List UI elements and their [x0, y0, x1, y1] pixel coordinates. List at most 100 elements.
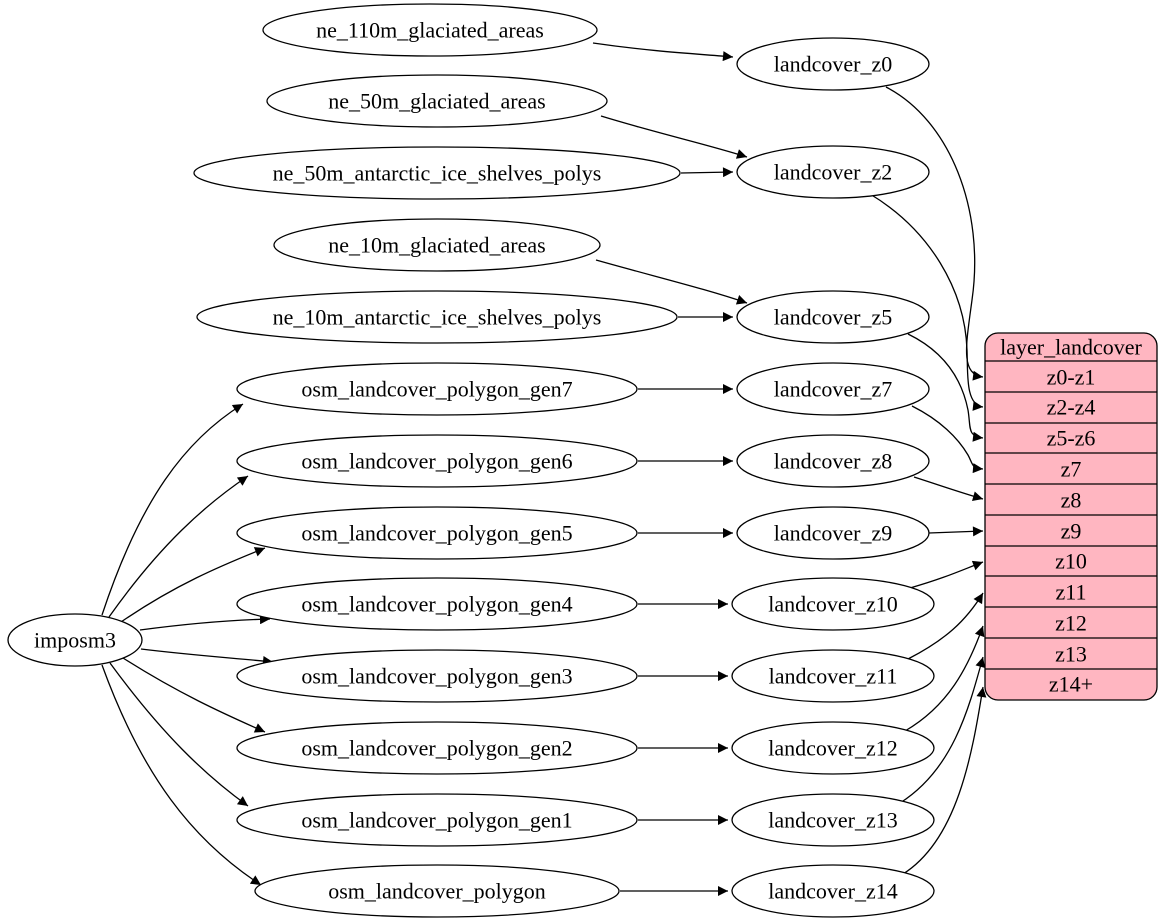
- landcover-label: landcover_z0: [774, 52, 893, 77]
- landcover-ellipse: [731, 721, 935, 775]
- edge-imposm3-gen7: [101, 403, 244, 616]
- landcover-label: landcover_z8: [774, 449, 893, 474]
- edge-z10-row: [909, 560, 984, 589]
- source-label: osm_landcover_polygon_gen4: [301, 592, 572, 617]
- edge-ne50m-antarctic-z2: [680, 167, 734, 178]
- edge-imposm3-polygon: [101, 664, 262, 886]
- node-osm-landcover-polygon-gen6: osm_landcover_polygon_gen6: [236, 434, 638, 488]
- node-osm-landcover-polygon: osm_landcover_polygon: [254, 864, 620, 918]
- node-ne-50m-glaciated-areas: ne_50m_glaciated_areas: [266, 74, 608, 128]
- edges-sources-to-landcover: [592, 42, 748, 896]
- table-row-z9: z9: [1061, 519, 1082, 544]
- table-row-z2-z4: z2-z4: [1047, 395, 1096, 420]
- node-landcover-z0: landcover_z0: [736, 37, 930, 91]
- landcover-ellipse: [731, 793, 935, 847]
- table-row-z7: z7: [1061, 457, 1082, 482]
- landcover-label: landcover_z2: [774, 160, 893, 185]
- source-label: osm_landcover_polygon_gen6: [301, 449, 572, 474]
- source-ellipse: [236, 721, 638, 775]
- edge-imposm3-gen6: [108, 475, 249, 618]
- table-row-z10: z10: [1055, 549, 1087, 574]
- landcover-label: landcover_z11: [769, 664, 898, 689]
- edge-z9-row: [928, 526, 984, 537]
- edge-z5-row: [907, 333, 984, 442]
- landcover-label: landcover_z9: [774, 521, 893, 546]
- table-row-z8: z8: [1061, 488, 1082, 513]
- source-label: ne_50m_glaciated_areas: [328, 89, 545, 114]
- node-landcover-z5: landcover_z5: [736, 290, 930, 344]
- node-osm-landcover-polygon-gen1: osm_landcover_polygon_gen1: [236, 793, 638, 847]
- edge-ne50m-glaciated-z2: [600, 115, 748, 159]
- table-row-z11: z11: [1056, 580, 1087, 605]
- landcover-ellipse: [736, 434, 930, 488]
- node-osm-landcover-polygon-gen2: osm_landcover_polygon_gen2: [236, 721, 638, 775]
- node-ne-50m-antarctic-ice-shelves-polys: ne_50m_antarctic_ice_shelves_polys: [193, 146, 681, 200]
- edge-z12-row: [904, 625, 985, 732]
- source-ellipse: [196, 290, 678, 344]
- source-label: osm_landcover_polygon_gen5: [301, 521, 572, 546]
- node-imposm3: imposm3: [7, 613, 143, 667]
- edge-z13-row: [899, 656, 986, 804]
- source-label: osm_landcover_polygon_gen7: [301, 377, 572, 402]
- table-row-z13: z13: [1055, 642, 1087, 667]
- node-ne-110m-glaciated-areas: ne_110m_glaciated_areas: [262, 3, 598, 57]
- edge-imposm3-gen4: [139, 614, 271, 631]
- landcover-ellipse: [731, 649, 935, 703]
- source-label: osm_landcover_polygon_gen3: [301, 664, 572, 689]
- node-landcover-z8: landcover_z8: [736, 434, 930, 488]
- landcover-label: landcover_z14: [768, 879, 898, 904]
- source-ellipse: [236, 793, 638, 847]
- edge-ne110m-z0: [592, 42, 734, 62]
- imposm3-label: imposm3: [34, 628, 116, 653]
- source-ellipse: [236, 434, 638, 488]
- edge-imposm3-gen3: [140, 648, 274, 666]
- source-label: osm_landcover_polygon_gen2: [301, 736, 572, 761]
- edge-imposm3-gen5: [120, 547, 266, 623]
- landcover-ellipse: [736, 145, 930, 199]
- edges-landcover-to-table: [869, 86, 987, 875]
- source-label: ne_50m_antarctic_ice_shelves_polys: [273, 161, 602, 186]
- source-label: ne_10m_antarctic_ice_shelves_polys: [273, 305, 602, 330]
- edge-imposm3-gen2: [122, 657, 266, 733]
- node-osm-landcover-polygon-gen7: osm_landcover_polygon_gen7: [236, 362, 638, 416]
- node-osm-landcover-polygon-gen3: osm_landcover_polygon_gen3: [236, 649, 638, 703]
- node-landcover-z7: landcover_z7: [736, 362, 930, 416]
- landcover-label: landcover_z10: [768, 592, 898, 617]
- node-layer-landcover-table: layer_landcover z0-z1 z2-z4 z5-z6 z7 z8 …: [984, 332, 1158, 701]
- edges-imposm3-to-osm: [101, 403, 274, 886]
- node-ne-10m-antarctic-ice-shelves-polys: ne_10m_antarctic_ice_shelves_polys: [196, 290, 678, 344]
- node-osm-landcover-polygon-gen5: osm_landcover_polygon_gen5: [236, 506, 638, 560]
- node-landcover-z14: landcover_z14: [731, 864, 935, 918]
- source-ellipse: [266, 74, 608, 128]
- table-background: [984, 332, 1158, 701]
- source-ellipse: [236, 362, 638, 416]
- node-osm-landcover-polygon-gen4: osm_landcover_polygon_gen4: [236, 577, 638, 631]
- landcover-ellipse: [731, 864, 935, 918]
- node-landcover-z13: landcover_z13: [731, 793, 935, 847]
- table-row-z14plus: z14+: [1049, 672, 1093, 697]
- edge-imposm3-gen1: [109, 662, 249, 807]
- source-label: osm_landcover_polygon_gen1: [301, 808, 572, 833]
- table-row-z12: z12: [1055, 611, 1087, 636]
- source-label: ne_110m_glaciated_areas: [316, 18, 544, 43]
- landcover-label: landcover_z7: [774, 377, 893, 402]
- edge-z11-row: [907, 592, 984, 660]
- edge-ne10m-glaciated-z5: [595, 259, 748, 305]
- table-title: layer_landcover: [1000, 335, 1142, 360]
- edge-z2-row: [869, 193, 984, 411]
- edge-z14-row: [902, 686, 987, 875]
- source-ellipse: [236, 649, 638, 703]
- source-ellipse: [273, 218, 601, 272]
- landcover-ellipse: [736, 506, 930, 560]
- table-row-z0-z1: z0-z1: [1047, 365, 1096, 390]
- source-ellipse: [236, 506, 638, 560]
- node-landcover-z9: landcover_z9: [736, 506, 930, 560]
- landcover-label: landcover_z5: [774, 305, 893, 330]
- node-landcover-z10: landcover_z10: [731, 577, 935, 631]
- landcover-ellipse: [736, 290, 930, 344]
- node-landcover-z12: landcover_z12: [731, 721, 935, 775]
- landcover-ellipse: [736, 362, 930, 416]
- edge-z7-row: [911, 405, 984, 474]
